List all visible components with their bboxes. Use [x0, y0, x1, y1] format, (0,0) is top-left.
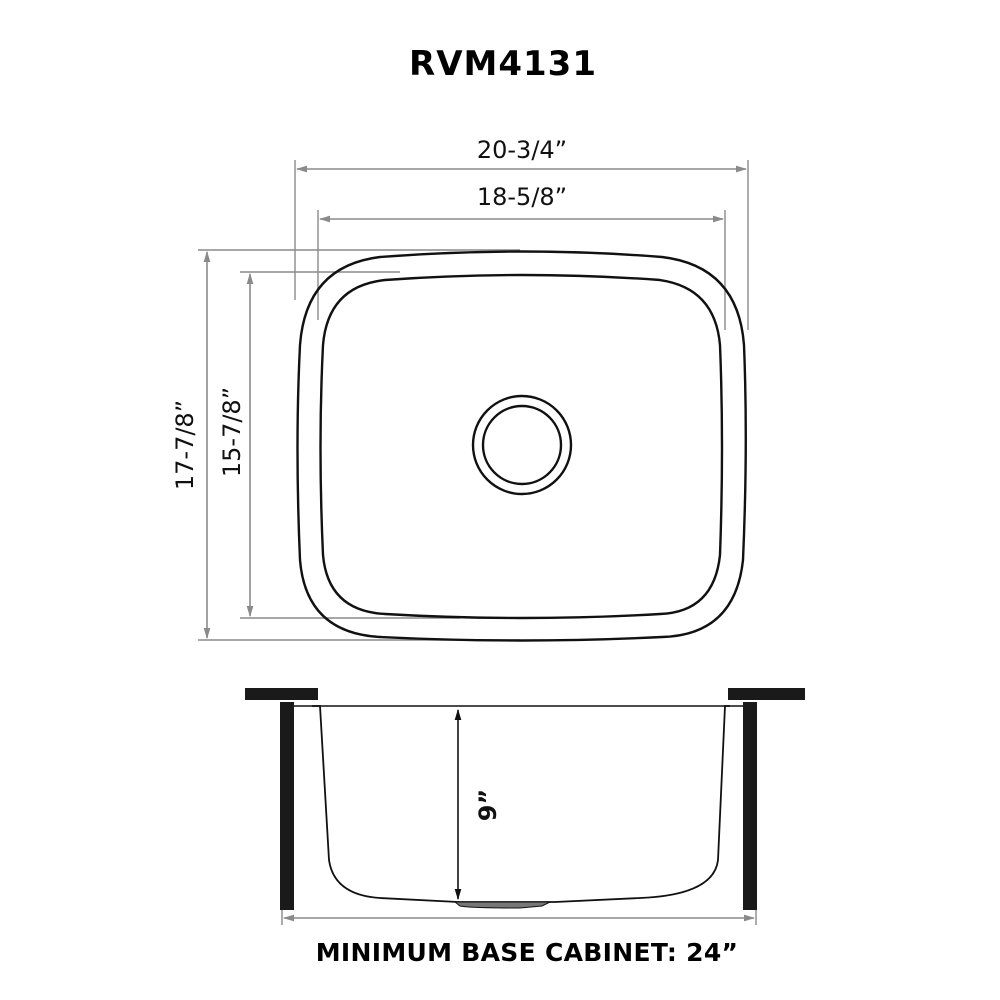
cabinet-wall-left [280, 702, 294, 910]
basin-profile [312, 705, 730, 903]
drain-flange [453, 901, 551, 909]
cabinet-wall-right [743, 702, 757, 910]
drain-outer-ring [471, 394, 573, 496]
side-view: 9” [245, 688, 805, 925]
overall-width-label: 20-3/4” [477, 136, 567, 164]
minimum-cabinet-note: MINIMUM BASE CABINET: 24” [316, 938, 739, 967]
model-title: RVM4131 [409, 44, 597, 84]
top-view: 20-3/4” 18-5/8” 17-7/8” 15-7/8” [171, 136, 749, 642]
bowl-width-label: 18-5/8” [477, 183, 567, 211]
basin-depth-label: 9” [474, 789, 502, 821]
overall-depth-label: 17-7/8” [171, 400, 199, 490]
sink-inner-basin [319, 273, 724, 620]
countertop-left [245, 688, 318, 700]
countertop-right [728, 688, 805, 700]
sink-outer-rim [296, 250, 747, 642]
drain-inner-ring [481, 404, 563, 486]
bowl-depth-label: 15-7/8” [218, 387, 246, 477]
